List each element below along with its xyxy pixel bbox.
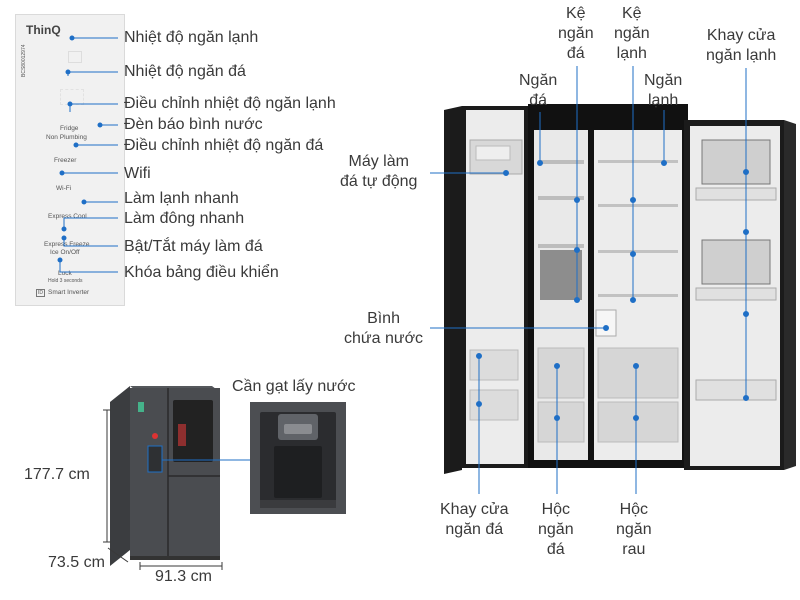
label-freezer-shelf: Kệ ngăn đá <box>558 5 594 62</box>
express-freeze-button[interactable]: Express Freeze <box>44 241 90 248</box>
dispenser-detail <box>250 402 346 514</box>
label-fridge-compartment: Ngăn lạnh <box>644 72 683 109</box>
callout-dot <box>574 247 580 253</box>
callout-dot <box>537 160 543 166</box>
callout-dot <box>73 142 79 148</box>
dimension-width: 91.3 cm <box>155 568 212 585</box>
label-freezer-temp: Nhiệt độ ngăn đá <box>124 63 246 80</box>
label-auto-ice-maker: Máy làm đá tự động <box>340 153 418 190</box>
callout-dot <box>630 297 636 303</box>
label-express-cool: Làm lạnh nhanh <box>124 190 239 207</box>
fridge-temp-display <box>68 51 82 63</box>
fridge-exterior-illustration <box>110 386 220 566</box>
lock-button[interactable]: Lock <box>58 270 72 277</box>
smart-inverter-label: Smart Inverter <box>48 289 90 296</box>
wifi-button[interactable]: Wi-Fi <box>56 185 72 192</box>
callout-dot <box>57 257 63 263</box>
fridge-interior-illustration <box>444 104 796 474</box>
callout-dot <box>630 197 636 203</box>
ice-on-off-button[interactable]: Ice On/Off <box>50 249 80 256</box>
freezer-button[interactable]: Freezer <box>54 157 77 164</box>
label-express-freeze: Làm đông nhanh <box>124 210 245 227</box>
callout-dot <box>61 235 67 241</box>
label-water-tank: Bình chứa nước <box>344 310 424 347</box>
label-freezer-adjust: Điều chỉnh nhiệt độ ngăn đá <box>124 137 324 154</box>
inverter-badge: ID <box>36 289 45 297</box>
label-fridge-shelf: Kệ ngăn lạnh <box>614 5 650 62</box>
label-wifi: Wifi <box>124 165 151 182</box>
callout-dot <box>476 353 482 359</box>
callout-dot <box>603 325 609 331</box>
callout-dot <box>661 160 667 166</box>
label-fridge-door-bin: Khay cửa ngăn lạnh <box>706 27 777 64</box>
callout-dot <box>743 311 749 317</box>
callout-dot <box>574 197 580 203</box>
dimension-height: 177.7 cm <box>24 466 90 483</box>
label-freezer-door-bin: Khay cửa ngăn đá <box>440 501 509 538</box>
callout-dot <box>743 229 749 235</box>
hold-hint: Hold 3 seconds <box>48 278 83 284</box>
label-ice-maker-toggle: Bật/Tắt máy làm đá <box>124 238 263 255</box>
thinq-logo: ThinQ <box>26 23 61 37</box>
callout-dot <box>630 251 636 257</box>
label-control-lock: Khóa bảng điều khiển <box>124 264 279 281</box>
label-vegetable-drawer: Hộc ngăn rau <box>616 501 652 558</box>
callout-dot <box>554 363 560 369</box>
fridge-button[interactable]: Fridge <box>60 125 79 132</box>
callout-dot <box>476 401 482 407</box>
callout-dot <box>743 395 749 401</box>
callout-dot <box>503 170 509 176</box>
label-freezer-drawer: Hộc ngăn đá <box>538 501 574 558</box>
callout-dot <box>554 415 560 421</box>
label-fridge-temp: Nhiệt độ ngăn lạnh <box>124 29 259 46</box>
callout-dot <box>59 170 65 176</box>
label-dispenser-lever: Cần gạt lấy nước <box>232 378 356 395</box>
express-cool-button[interactable]: Express Cool <box>48 213 87 220</box>
callout-dot <box>69 35 75 41</box>
callout-dot <box>633 415 639 421</box>
control-panel: ThinQ BCS80012974 Fridge Non Plumbing Fr… <box>15 14 125 306</box>
label-fridge-adjust: Điều chỉnh nhiệt độ ngăn lạnh <box>124 95 336 112</box>
dimension-depth: 73.5 cm <box>48 554 105 571</box>
callout-dot <box>574 297 580 303</box>
callout-dot <box>61 226 67 232</box>
callout-dot <box>633 363 639 369</box>
label-water-tank-indicator: Đèn báo bình nước <box>124 116 263 133</box>
callout-dot <box>81 199 87 205</box>
non-plumbing-indicator: Non Plumbing <box>46 134 87 141</box>
callout-dot <box>743 169 749 175</box>
callout-dot <box>97 122 103 128</box>
label-freezer-compartment: Ngăn đá <box>519 72 558 109</box>
